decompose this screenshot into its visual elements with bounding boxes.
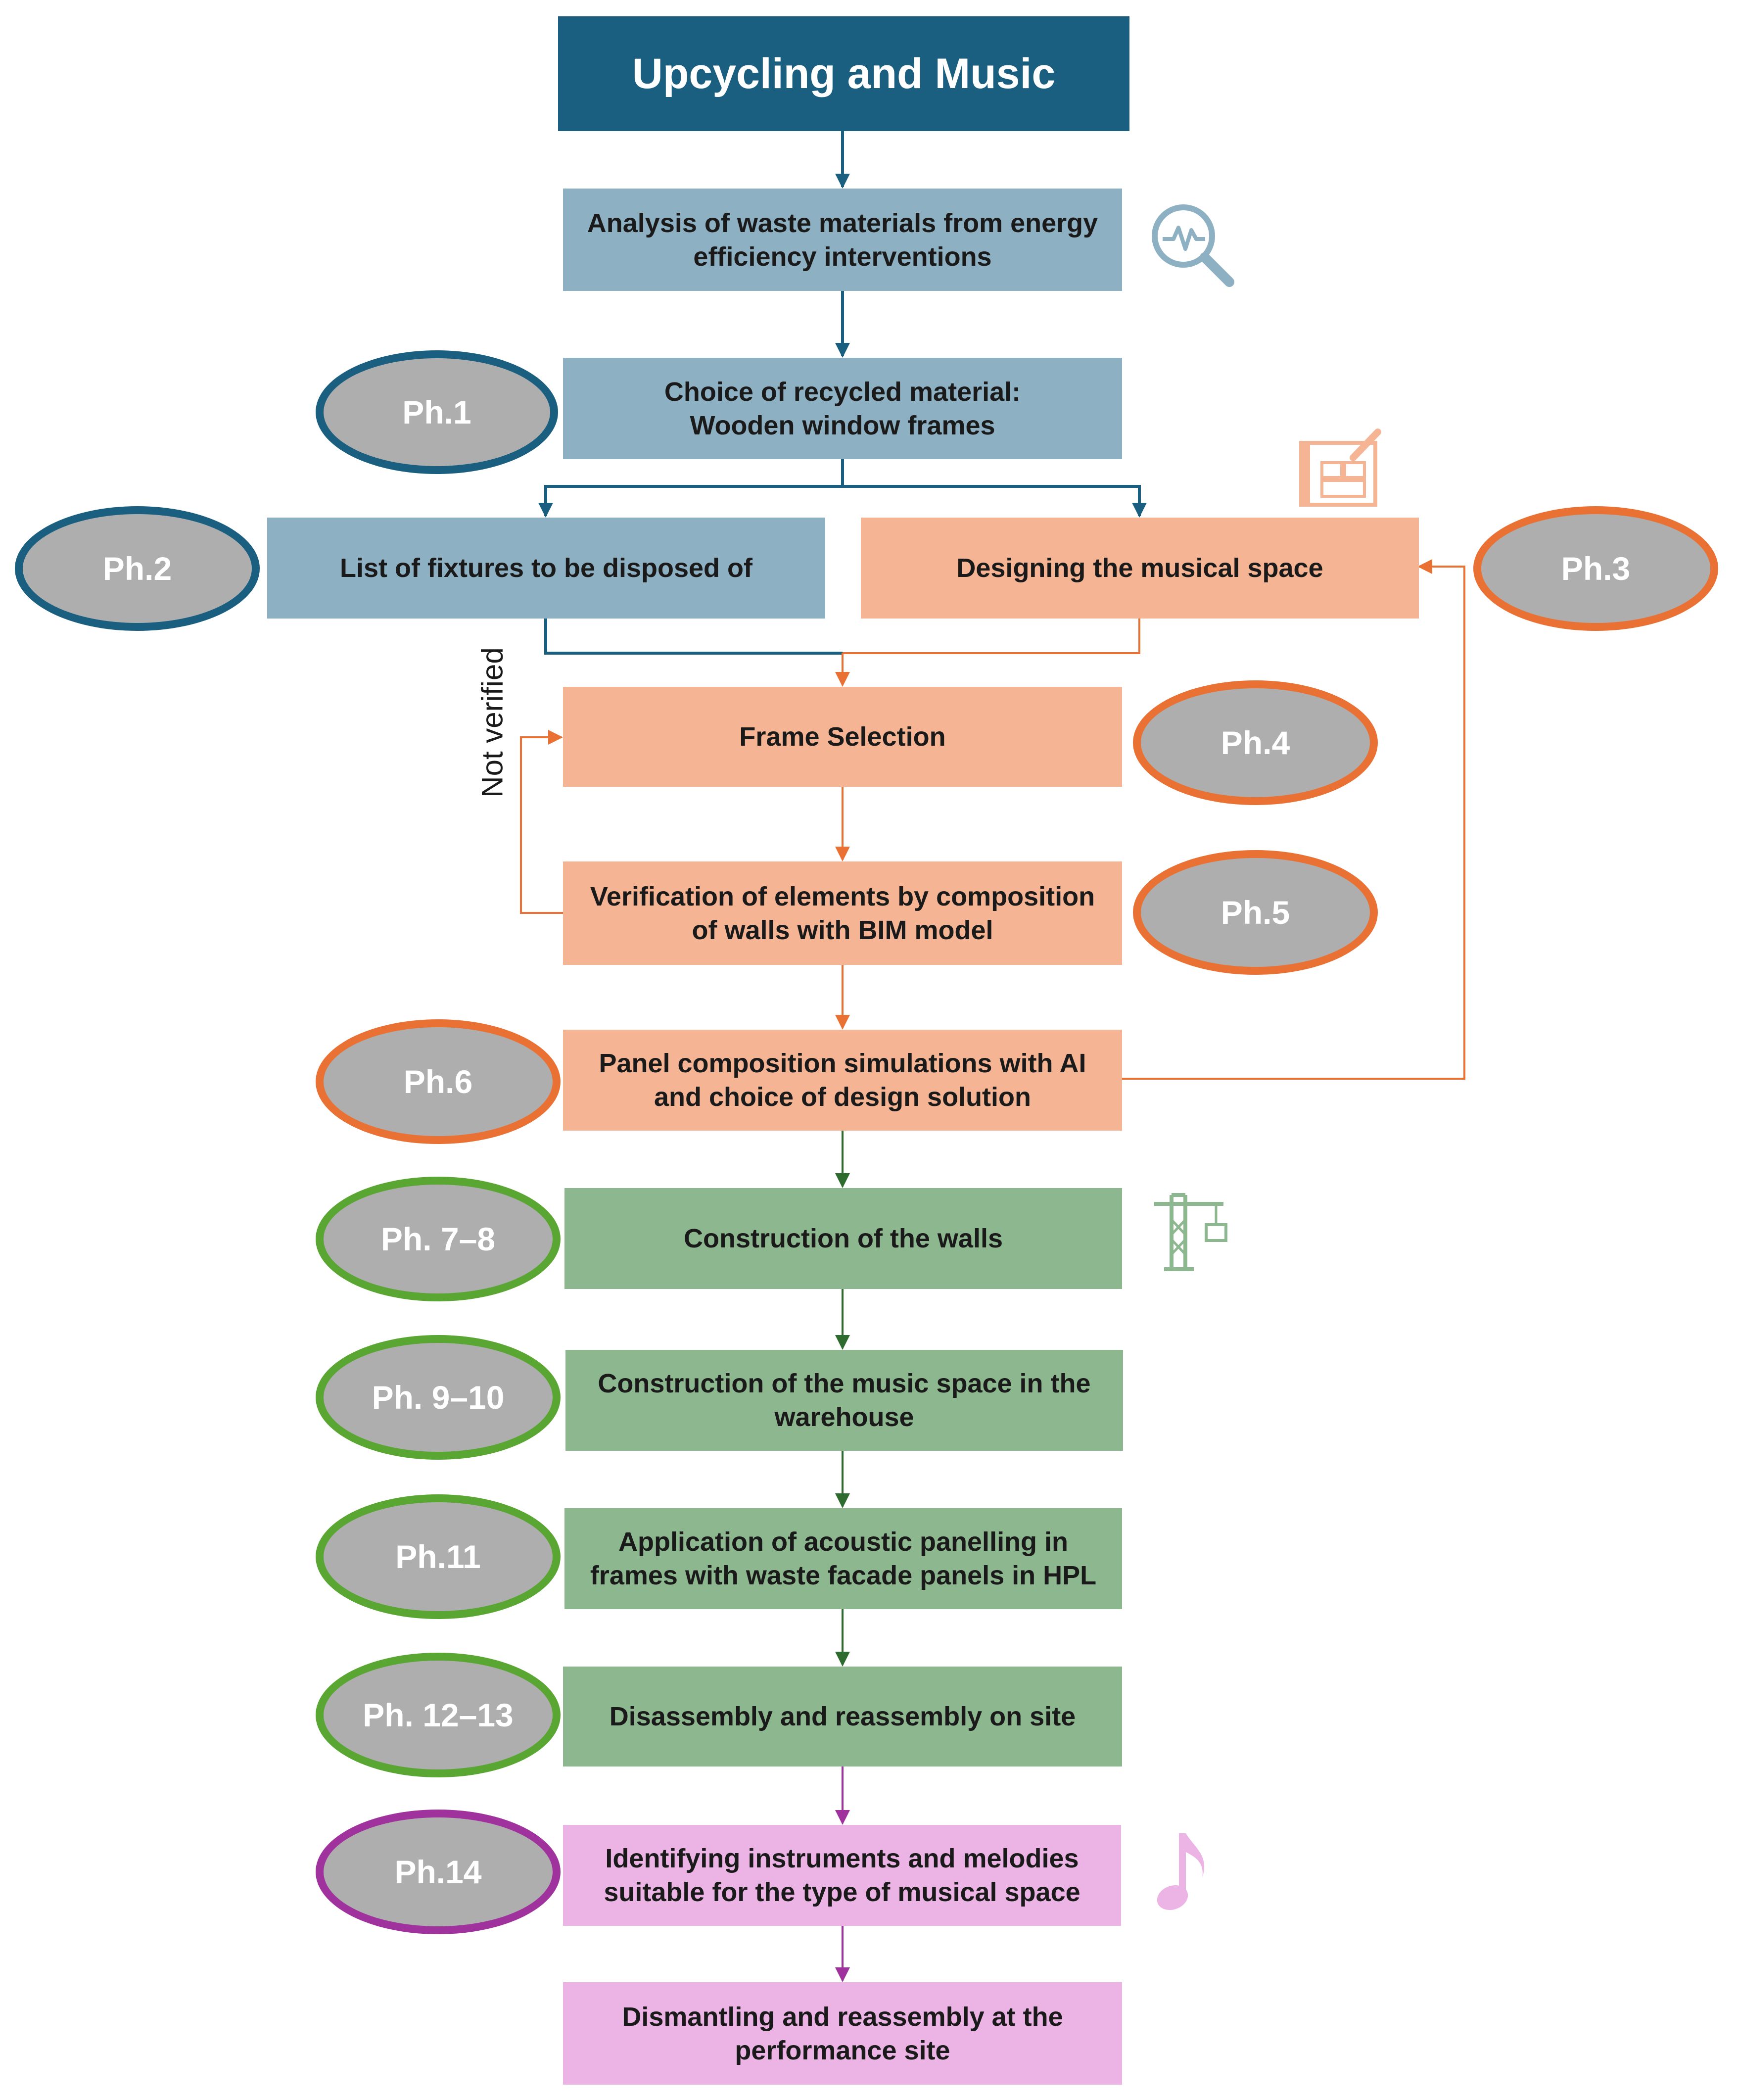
diagram-title: Upcycling and Music	[558, 16, 1129, 131]
step-choice: Choice of recycled material: Wooden wind…	[563, 358, 1122, 459]
step-construction-walls: Construction of the walls	[564, 1188, 1122, 1289]
phase-badge-2: Ph.2	[15, 506, 260, 631]
step-panel-simulation: Panel composition simulations with AI an…	[563, 1030, 1122, 1131]
phase-badge-12-13: Ph. 12–13	[316, 1653, 561, 1777]
phase-badge-7-8: Ph. 7–8	[316, 1177, 561, 1301]
step-identify-instruments: Identifying instruments and melodies sui…	[563, 1825, 1121, 1926]
crane-icon	[1154, 1193, 1227, 1271]
step-list-fixtures: List of fixtures to be disposed of	[267, 518, 825, 619]
step-acoustic-panelling: Application of acoustic panelling in fra…	[564, 1508, 1122, 1609]
step-dismantling: Dismantling and reassembly at the perfor…	[563, 1982, 1122, 2085]
step-construction-music-space: Construction of the music space in the w…	[565, 1350, 1123, 1451]
phase-badge-5: Ph.5	[1133, 850, 1378, 975]
branch-line	[544, 485, 1141, 515]
step-verification: Verification of elements by composition …	[563, 861, 1122, 965]
blueprint-pencil-icon	[1299, 429, 1381, 507]
phase-badge-6: Ph.6	[316, 1019, 561, 1144]
feedback-to-design	[1122, 559, 1465, 1080]
magnifier-pulse-icon	[1152, 204, 1234, 287]
step-disassembly-onsite: Disassembly and reassembly on site	[563, 1667, 1122, 1766]
phase-badge-1: Ph.1	[316, 350, 558, 474]
phase-badge-9-10: Ph. 9–10	[316, 1335, 561, 1460]
merge-line-left	[544, 619, 843, 655]
phase-badge-11: Ph.11	[316, 1494, 561, 1619]
merge-line-right	[843, 619, 1140, 654]
phase-badge-4: Ph.4	[1133, 680, 1378, 805]
step-frame-selection: Frame Selection	[563, 687, 1122, 787]
phase-badge-3: Ph.3	[1473, 506, 1718, 631]
step-design: Designing the musical space	[861, 518, 1419, 619]
phase-badge-14: Ph.14	[316, 1810, 561, 1934]
step-analysis: Analysis of waste materials from energy …	[563, 189, 1122, 291]
loop-not-verified	[520, 730, 563, 914]
music-note-icon	[1157, 1833, 1205, 1910]
